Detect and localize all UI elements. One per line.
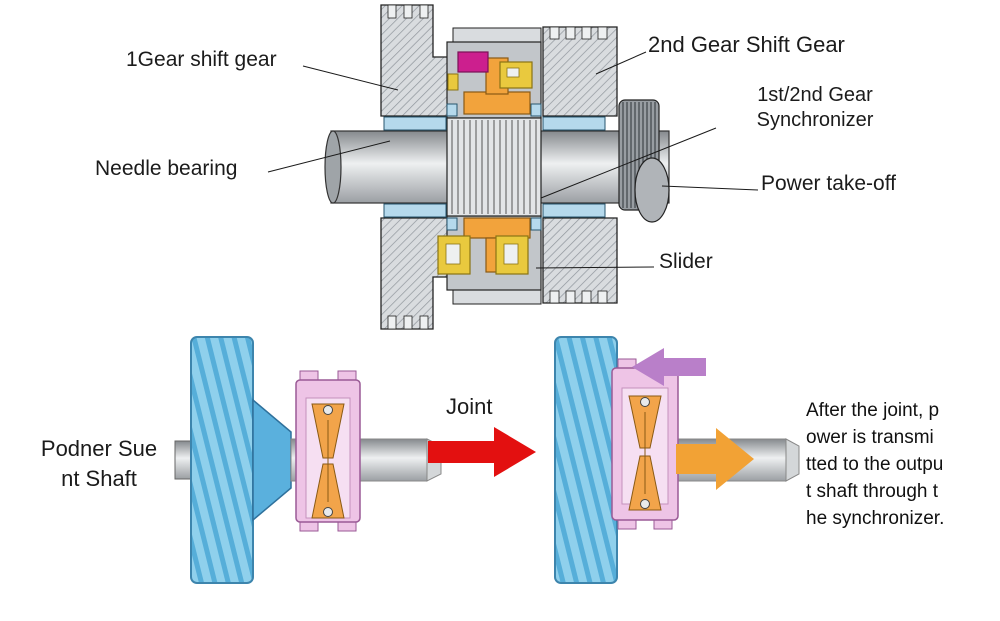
second-gear-body <box>542 26 618 304</box>
detent-ball <box>323 507 333 517</box>
shaft-end-cap <box>785 438 800 482</box>
caption-line: he synchronizer. <box>806 508 945 529</box>
synchronizer-sleeve <box>295 370 361 532</box>
first-gear-body <box>380 4 450 330</box>
joint-arrow <box>428 427 536 477</box>
callout-synchronizer-line1: 1st/2nd Gear <box>757 84 873 106</box>
callout-lines <box>267 51 759 269</box>
gear-hub-cone <box>252 398 292 522</box>
label-input-shaft-line1: Podner Sue <box>40 436 158 461</box>
shift-direction-arrow <box>632 348 706 386</box>
caption-line: tted to the outpu <box>806 454 944 475</box>
caption-line: t shaft through t <box>806 481 939 502</box>
callout-synchronizer-line2: Synchronizer <box>756 109 874 131</box>
synchronizer-sleeve <box>611 358 679 530</box>
output-gear-assembly <box>554 336 800 584</box>
callout-first-gear: 1Gear shift gear <box>126 48 277 71</box>
helical-gear <box>190 336 254 584</box>
caption-power-transmission: After the joint, p ower is transmi tted … <box>806 397 996 532</box>
input-gear-assembly <box>174 336 442 584</box>
callout-power-takeoff: Power take-off <box>761 172 897 195</box>
detent-ball <box>323 405 333 415</box>
callout-second-gear: 2nd Gear Shift Gear <box>648 32 845 57</box>
callout-synchronizer: 1st/2nd Gear Synchronizer <box>733 83 897 133</box>
power-takeoff <box>618 99 670 223</box>
label-input-shaft: Podner Sue nt Shaft <box>18 434 180 494</box>
detent-ball <box>640 397 650 407</box>
caption-line: After the joint, p <box>806 400 940 421</box>
slider-part <box>437 235 529 275</box>
gearbox-cross-section <box>267 4 759 330</box>
caption-line: ower is transmi <box>806 427 934 448</box>
label-joint: Joint <box>446 394 493 419</box>
power-flow-arrow <box>676 428 754 490</box>
callout-needle-bearing: Needle bearing <box>95 157 238 180</box>
helical-gear <box>554 336 618 584</box>
label-input-shaft-line2: nt Shaft <box>61 466 137 491</box>
callout-slider: Slider <box>659 250 713 273</box>
gear-teeth-spline <box>446 117 542 217</box>
needle-bearing <box>383 103 606 231</box>
detent-ball <box>640 499 650 509</box>
